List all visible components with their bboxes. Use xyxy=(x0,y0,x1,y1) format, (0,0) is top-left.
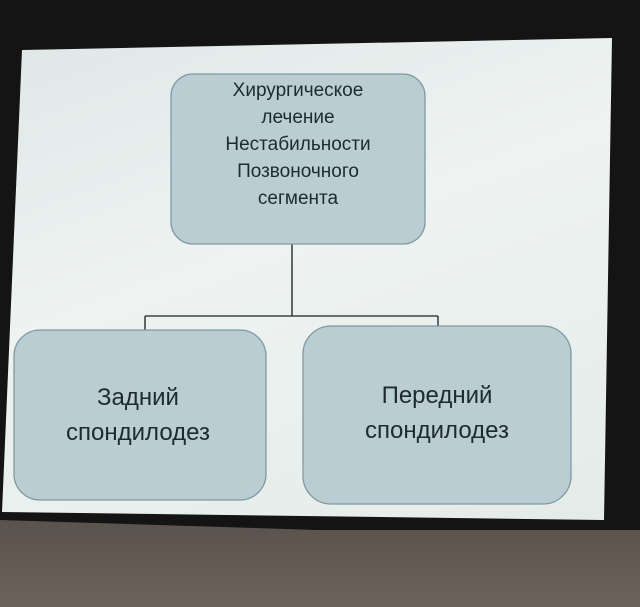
hierarchy-diagram: Хирургическое лечение Нестабильности Поз… xyxy=(13,73,572,505)
child-right-line-2: спондилодез xyxy=(365,417,509,444)
child-node-anterior: Передний спондилодез xyxy=(302,325,572,505)
root-line-2: лечение xyxy=(261,107,334,128)
root-line-5: сегмента xyxy=(258,188,339,209)
root-line-4: Позвоночного xyxy=(237,161,359,182)
child-left-line-1: Задний xyxy=(97,384,179,411)
root-line-3: Нестабильности xyxy=(225,134,370,155)
child-right-line-1: Передний xyxy=(382,382,493,409)
wall xyxy=(0,520,640,607)
root-line-1: Хирургическое xyxy=(233,80,364,101)
child-node-posterior: Задний спондилодез xyxy=(13,329,267,501)
root-node: Хирургическое лечение Нестабильности Поз… xyxy=(170,73,426,245)
child-left-line-2: спондилодез xyxy=(66,419,210,446)
